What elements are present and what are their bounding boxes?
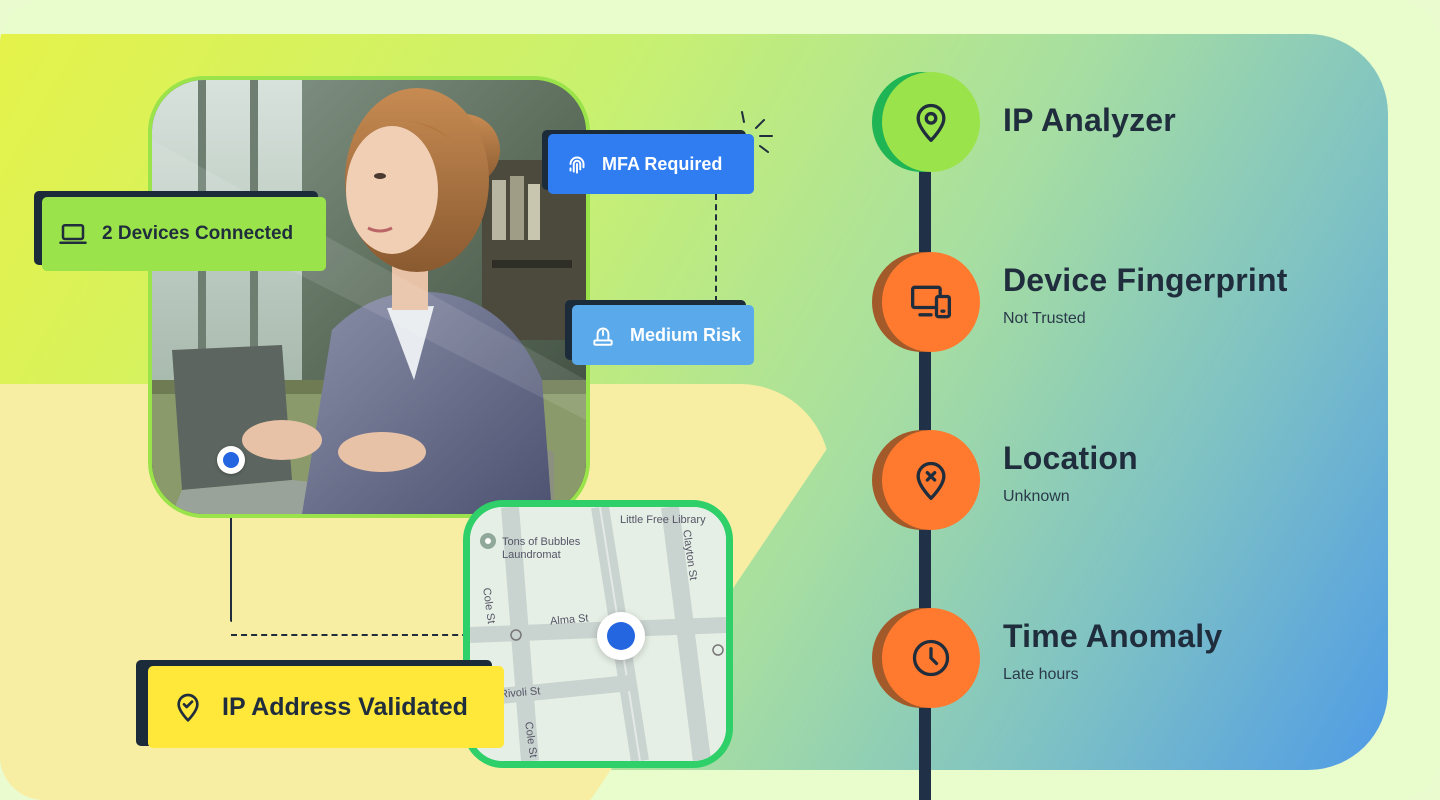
step-title-location: Location (1003, 440, 1138, 476)
map-label-poi-1: Tons of Bubbles (502, 536, 581, 548)
alarm-siren-icon (593, 327, 613, 346)
medium-risk-badge: Medium Risk (565, 300, 754, 366)
location-check-icon (177, 693, 199, 722)
step-subtitle-time-anomaly: Late hours (1003, 666, 1079, 683)
devices-connected-badge: 2 Devices Connected (34, 191, 326, 271)
mfa-required-badge: MFA Required (542, 130, 754, 196)
step-title-ip-analyzer: IP Analyzer (1003, 102, 1176, 138)
timeline-node-time-anomaly (872, 608, 980, 708)
medium-risk-label: Medium Risk (630, 324, 742, 345)
map-label-poi-2: Laundromat (502, 549, 561, 561)
step-title-device-fingerprint: Device Fingerprint (1003, 262, 1288, 298)
map-location-marker[interactable] (597, 612, 645, 660)
location-x-icon (916, 461, 946, 500)
step-subtitle-device-fingerprint: Not Trusted (1003, 310, 1086, 327)
timeline-node-ip-analyzer (872, 72, 980, 172)
devices-icon (911, 285, 951, 319)
ip-validated-label: IP Address Validated (222, 692, 468, 721)
map-label-library: Little Free Library (620, 514, 706, 526)
mfa-required-label: MFA Required (602, 153, 723, 174)
devices-connected-label: 2 Devices Connected (102, 223, 294, 244)
location-map[interactable]: Little Free Library Tons of Bubbles Laun… (463, 500, 733, 768)
step-subtitle-location: Unknown (1003, 488, 1070, 505)
clock-icon (912, 639, 950, 677)
laptop-icon (59, 224, 87, 244)
user-photo (148, 76, 590, 518)
step-title-time-anomaly: Time Anomaly (1003, 618, 1223, 654)
timeline-node-device-fingerprint (872, 252, 980, 352)
sparkle-icon (741, 111, 773, 153)
timeline-node-location (872, 430, 980, 530)
photo-marker (217, 446, 245, 474)
connector-photo-map (230, 458, 232, 622)
connector-mfa-risk (715, 194, 717, 302)
connector-horizontal (231, 634, 619, 636)
fingerprint-icon (569, 156, 585, 174)
location-pin-icon (916, 103, 946, 142)
ip-validated-badge: IP Address Validated (136, 660, 504, 748)
